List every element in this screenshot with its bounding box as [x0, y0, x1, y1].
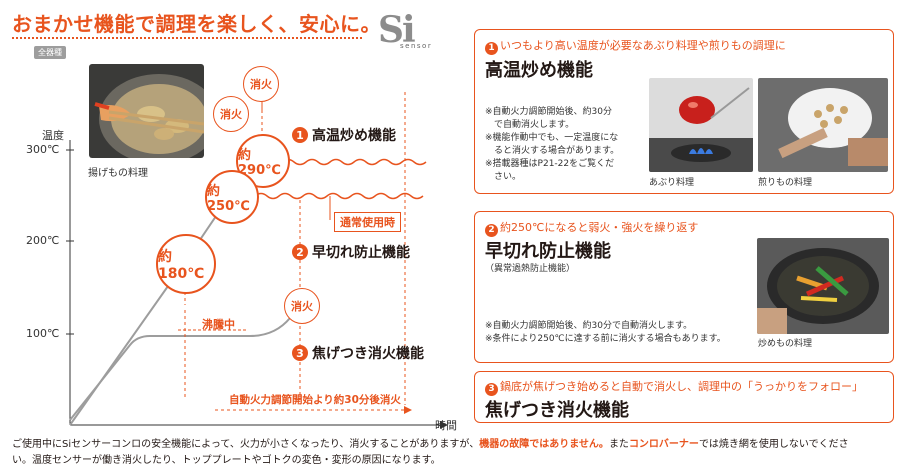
number-badge-3: 3: [292, 345, 308, 361]
panel-2-subtitle-text: 約250℃になると弱火・強火を繰り返す: [500, 221, 699, 234]
off-badge-mid: 消火: [213, 96, 249, 132]
footer-notice: ご使用中にSiセンサーコンロの安全機能によって、火力が小さくなったり、消火するこ…: [12, 437, 892, 469]
footer-line-2: い。温度センサーが働き消火したり、トッププレートやゴトクの変色・変形の原因になり…: [12, 455, 441, 466]
x-axis-arrow: [440, 421, 448, 429]
graph-function-2-label: 早切れ防止機能: [312, 245, 410, 261]
panel-1-notes: ※自動火力調節開始後、約30分 で自動消火します。 ※機能作動中でも、一定温度に…: [485, 106, 619, 184]
panel-2-note: ※条件により250℃に達する前に消火する場合もあります。: [485, 334, 726, 344]
footer-line-1: ご使用中にSiセンサーコンロの安全機能によって、火力が小さくなったり、消火するこ…: [12, 437, 892, 453]
temp-circle-250: 約250℃: [205, 170, 259, 224]
logo-si-text: Si: [378, 9, 416, 51]
panel-3-subtitle-text: 鍋底が焦げつき始めると自動で消火し、調理中の「うっかりをフォロー」: [500, 380, 863, 393]
panel-1-note: さい。: [485, 172, 522, 182]
auto-off-label: 自動火力調節開始より約30分後消火: [229, 394, 401, 406]
x-axis-label: 時間: [435, 419, 457, 432]
panel-2-number: 2: [485, 223, 498, 237]
temp-circle-180: 約180℃: [156, 234, 216, 294]
panel-2-title-note: （異常過熱防止機能）: [485, 264, 576, 274]
photo-roasting-caption: あぶり料理: [649, 178, 695, 188]
panel-1-note: ※機能作動中でも、一定温度にな: [485, 133, 619, 143]
si-sensor-logo: Si sensor: [378, 10, 436, 56]
logo-sensor-text: sensor: [400, 42, 433, 50]
graph-function-1: 1 高温炒め機能: [292, 125, 396, 145]
panel-1-subtitle-text: いつもより高い温度が必要なあぶり料理や煎りもの調理に: [500, 39, 786, 52]
panel-2-title: 早切れ防止機能: [485, 241, 611, 262]
normal-use-tag: 通常使用時: [334, 212, 401, 232]
panel-1-number: 1: [485, 41, 498, 55]
boiling-curve: [69, 299, 306, 421]
panel-2-note: ※自動火力調節開始後、約30分で自動消火します。: [485, 321, 693, 331]
panel-1-title: 高温炒め機能: [485, 60, 593, 81]
frying-photo: [89, 64, 204, 158]
photo-roasting: [649, 78, 753, 172]
wave-250: [254, 192, 424, 200]
footer-text: また: [608, 439, 629, 450]
photo-roasted-nuts: [758, 78, 888, 172]
panel-1-note: で自動消火します。: [485, 120, 575, 130]
footer-highlight: 機器の故障ではありません。: [479, 439, 609, 450]
panel-1-note: ※自動火力調節開始後、約30分: [485, 107, 612, 117]
panel-3-title: 焦げつき消火機能: [485, 400, 629, 421]
y-tick-100: 100℃: [26, 327, 60, 340]
headline-divider: [12, 37, 362, 39]
photo-stir-fry-caption: 炒めもの料理: [758, 339, 813, 349]
graph-function-1-label: 高温炒め機能: [312, 128, 396, 144]
off-badge-bottom: 消火: [284, 288, 320, 324]
graph-function-2: 2 早切れ防止機能: [292, 242, 410, 262]
number-badge-2: 2: [292, 244, 308, 260]
y-axis-label: 温度: [42, 129, 64, 142]
number-badge-1: 1: [292, 127, 308, 143]
photo-roasted-nuts-caption: 煎りもの料理: [758, 178, 813, 188]
footer-highlight: コンロバーナー: [628, 439, 699, 450]
panel-3-number: 3: [485, 382, 498, 396]
all-models-badge: 全器種: [34, 46, 66, 59]
page-headline: おまかせ機能で調理を楽しく、安心に。: [12, 12, 381, 36]
footer-text: では焼き網を使用しないでくださ: [698, 439, 849, 450]
boiling-label: 沸騰中: [202, 318, 235, 331]
graph-function-3-label: 焦げつき消火機能: [312, 346, 424, 362]
off-badge-top: 消火: [243, 66, 279, 102]
panel-2-notes: ※自動火力調節開始後、約30分で自動消火します。 ※条件により250℃に達する前…: [485, 320, 726, 346]
photo-stir-fry: [757, 238, 889, 334]
y-tick-300: 300℃: [26, 143, 60, 156]
footer-text: ご使用中にSiセンサーコンロの安全機能によって、火力が小さくなったり、消火するこ…: [12, 439, 480, 450]
wave-290: [281, 158, 427, 166]
panel-1-note: ※搭載器種はP21-22をご覧くだ: [485, 159, 615, 169]
y-tick-200: 200℃: [26, 234, 60, 247]
graph-function-3: 3 焦げつき消火機能: [292, 343, 424, 363]
panel-1-note: ると消火する場合があります。: [485, 146, 620, 156]
frying-photo-caption: 揚げもの料理: [88, 168, 148, 179]
